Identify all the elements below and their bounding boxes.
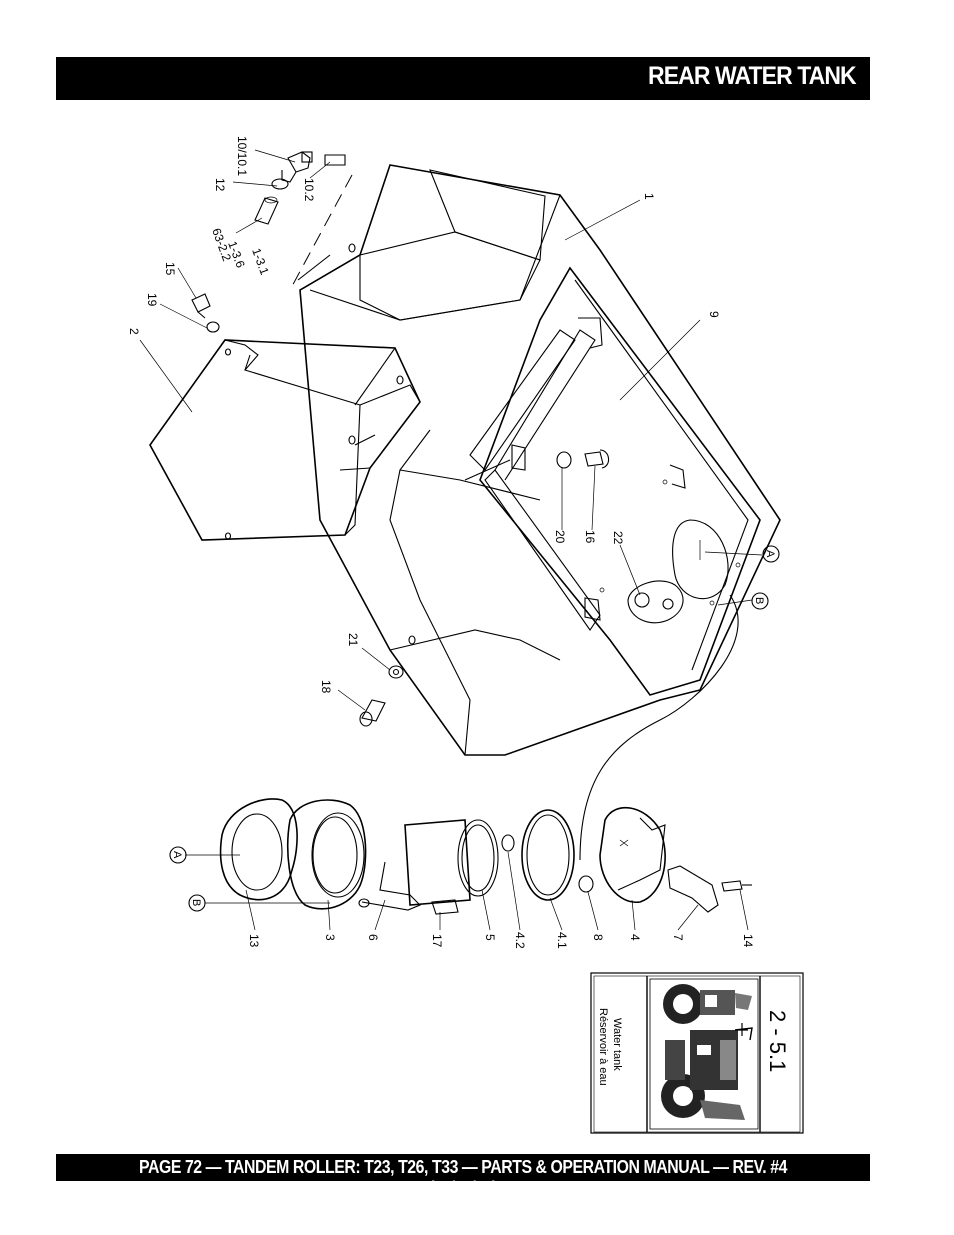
callout-3: 3 — [323, 934, 337, 941]
tank-body — [297, 164, 781, 756]
page-title: REAR WATER TANK — [648, 62, 857, 90]
side-fasteners — [359, 665, 404, 727]
drain-hose — [579, 594, 739, 861]
callout-8: 8 — [591, 934, 605, 941]
section-reference-box: Water tank Réservoir à eau 2 - 5.1 — [590, 972, 804, 1134]
page-header: REAR WATER TANK — [56, 57, 870, 100]
callout-17: 17 — [430, 934, 444, 948]
callout-14: 14 — [741, 934, 755, 948]
callout-22: 22 — [611, 531, 625, 545]
ref-a-lower: A — [171, 851, 183, 859]
machine-thumbnail — [649, 978, 759, 1130]
callout-1: 1 — [642, 193, 656, 200]
callout-7: 7 — [671, 934, 685, 941]
mounting-plate — [464, 266, 761, 696]
callout-5: 5 — [483, 934, 497, 941]
callout-18: 18 — [319, 680, 333, 694]
ref-b-upper: B — [753, 597, 765, 604]
leader-lines — [139, 149, 763, 931]
footer-text: PAGE 72 — TANDEM ROLLER: T23, T26, T33 —… — [139, 1157, 787, 1198]
front-cover — [149, 339, 421, 541]
callout-10-10-1: 10/10.1 — [235, 136, 249, 176]
section-number: 2 - 5.1 — [765, 1010, 790, 1072]
callout-15: 15 — [163, 262, 177, 276]
ref-b-lower: B — [190, 899, 202, 906]
upper-fittings — [191, 151, 353, 333]
filler-assembly — [219, 798, 752, 915]
callout-6: 6 — [366, 934, 380, 941]
callout-4-2: 4.2 — [513, 932, 527, 949]
callout-2: 2 — [127, 328, 141, 335]
callout-4: 4 — [628, 934, 642, 941]
callout-10-2: 10.2 — [302, 178, 316, 202]
callout-9: 9 — [707, 311, 721, 318]
section-label-fr: Réservoir à eau — [597, 1008, 609, 1086]
callout-4-1: 4.1 — [555, 932, 569, 949]
callout-13: 13 — [247, 934, 261, 948]
ref-a-upper: A — [764, 550, 776, 558]
callout-12: 12 — [213, 178, 227, 192]
callout-16: 16 — [583, 530, 597, 544]
callout-20: 20 — [553, 530, 567, 544]
section-label-en: Water tank — [611, 1018, 623, 1071]
reference-markers: A B A B — [169, 545, 780, 912]
callout-19: 19 — [145, 293, 159, 307]
page-footer: PAGE 72 — TANDEM ROLLER: T23, T26, T33 —… — [56, 1154, 870, 1198]
callout-21: 21 — [346, 633, 360, 647]
callout-1-3-1: 1-3.1 — [249, 246, 272, 277]
